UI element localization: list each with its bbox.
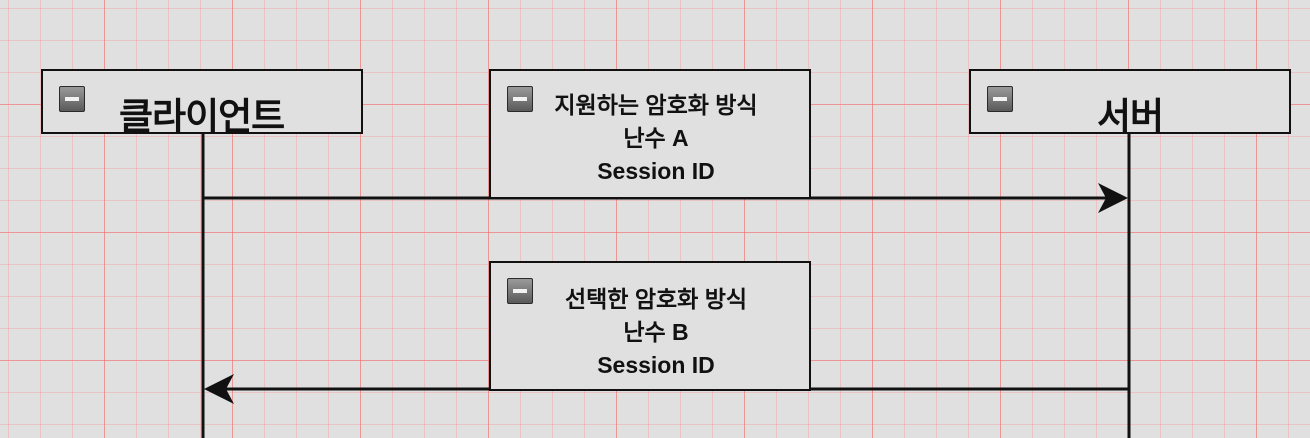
- minimize-icon[interactable]: [59, 86, 85, 112]
- server-participant[interactable]: 서버: [969, 69, 1291, 137]
- server-hello-note[interactable]: 선택한 암호화 방식 난수 B Session ID: [489, 261, 811, 391]
- message-line: 난수 A: [623, 125, 689, 151]
- message-line: 선택한 암호화 방식: [564, 286, 748, 312]
- minimize-icon[interactable]: [987, 86, 1013, 112]
- client-hello-note[interactable]: 지원하는 암호화 방식 난수 A Session ID: [489, 69, 811, 199]
- client-label: 클라이언트: [119, 96, 285, 137]
- message-line: 지원하는 암호화 방식: [554, 92, 758, 118]
- minimize-icon[interactable]: [507, 278, 533, 304]
- server-hello-text: 선택한 암호화 방식 난수 B Session ID: [491, 283, 809, 382]
- client-participant[interactable]: 클라이언트: [41, 69, 363, 137]
- message-line: 난수 B: [623, 319, 689, 345]
- server-label: 서버: [1097, 96, 1164, 137]
- client-hello-text: 지원하는 암호화 방식 난수 A Session ID: [491, 89, 809, 188]
- message-line: Session ID: [597, 158, 715, 184]
- minimize-icon[interactable]: [507, 86, 533, 112]
- message-line: Session ID: [597, 352, 715, 378]
